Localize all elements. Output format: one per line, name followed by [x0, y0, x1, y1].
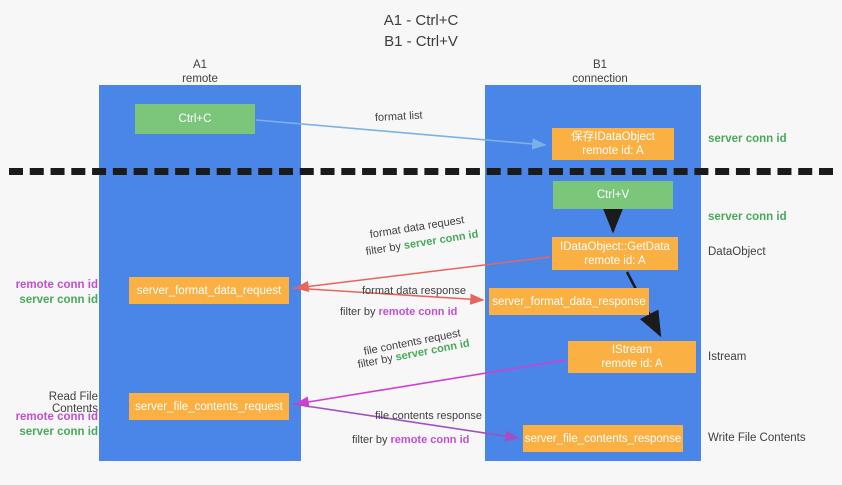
node-istream-line1: IStream [611, 344, 653, 356]
node-server-format-data-response[interactable]: server_format_data_response [489, 288, 649, 315]
node-server-format-data-request-label: server_format_data_request [136, 284, 282, 297]
edge-label-format-list-text: format list [374, 109, 423, 124]
node-idataobject-getdata[interactable]: IDataObject::GetData remote id: A [552, 237, 678, 270]
node-ctrl-v-label: Ctrl+V [596, 189, 630, 201]
margin-label-server-conn-id-2: server conn id [19, 426, 98, 438]
page-title: A1 - Ctrl+C B1 - Ctrl+V [0, 10, 842, 52]
column-header-a1: A1 remote [130, 58, 270, 86]
margin-label-istream: Istream [708, 351, 747, 363]
node-server-format-data-response-label: server_format_data_response [492, 295, 646, 308]
margin-label-server-conn-id-mid: server conn id [708, 211, 787, 223]
filter-key-remote-conn-id: remote conn id [390, 434, 470, 446]
title-line-2: B1 - Ctrl+V [384, 33, 458, 50]
filter-prefix: filter by [356, 351, 397, 371]
node-server-file-contents-response-label: server_file_contents_response [524, 432, 682, 445]
filter-key-remote-conn-id: remote conn id [378, 306, 458, 318]
column-header-b1: B1 connection [530, 58, 670, 86]
node-server-file-contents-request[interactable]: server_file_contents_request [129, 393, 289, 420]
column-a1-sub: remote [182, 73, 218, 85]
edge-label-file-contents-response-filter: filter by remote conn id [352, 433, 469, 448]
node-ctrl-v[interactable]: Ctrl+V [553, 181, 673, 209]
margin-label-dataobject: DataObject [708, 246, 766, 258]
node-server-file-contents-request-label: server_file_contents_request [135, 400, 283, 413]
edge-label-file-contents-response-text: file contents response [375, 410, 483, 422]
phase-divider [9, 168, 833, 175]
node-save-idataobject-line2: remote id: A [582, 145, 644, 157]
node-server-format-data-request[interactable]: server_format_data_request [129, 277, 289, 304]
column-b1-name: B1 [592, 59, 608, 71]
margin-label-conn-ids-bottom: remote conn id server conn id [10, 410, 98, 440]
column-b1-sub: connection [572, 73, 628, 85]
node-getdata-line2: remote id: A [584, 254, 646, 267]
node-ctrl-c[interactable]: Ctrl+C [135, 104, 255, 134]
node-save-idataobject[interactable]: 保存IDataObject remote id: A [552, 128, 674, 160]
node-getdata-line1: IDataObject::GetData [560, 240, 670, 253]
node-ctrl-c-label: Ctrl+C [178, 113, 212, 125]
node-save-idataobject-line1: 保存IDataObject [571, 131, 655, 143]
margin-label-remote-conn-id-2: remote conn id [15, 411, 98, 423]
title-line-1: A1 - Ctrl+C [383, 12, 459, 29]
node-istream[interactable]: IStream remote id: A [568, 341, 696, 373]
margin-label-conn-ids-top: remote conn id server conn id [10, 278, 98, 308]
edge-label-format-data-response-text: format data response [362, 285, 466, 297]
edge-label-file-contents-response: file contents response [375, 409, 482, 424]
edge-label-format-data-response-filter: filter by remote conn id [340, 305, 457, 320]
margin-label-server-conn-id-top: server conn id [708, 133, 787, 145]
edge-label-format-list: format list [375, 109, 423, 126]
margin-label-write-file-contents: Write File Contents [708, 432, 806, 444]
filter-prefix: filter by [352, 434, 391, 446]
column-a1-name: A1 [192, 59, 208, 71]
margin-label-remote-conn-id-1: remote conn id [15, 279, 98, 291]
filter-prefix: filter by [340, 306, 379, 318]
margin-label-server-conn-id-1: server conn id [19, 294, 98, 306]
edge-label-format-data-response: format data response [362, 284, 466, 299]
margin-label-read-file-contents: Read File Contents [48, 391, 98, 415]
node-server-file-contents-response[interactable]: server_file_contents_response [523, 425, 683, 452]
node-istream-line2: remote id: A [601, 358, 663, 370]
